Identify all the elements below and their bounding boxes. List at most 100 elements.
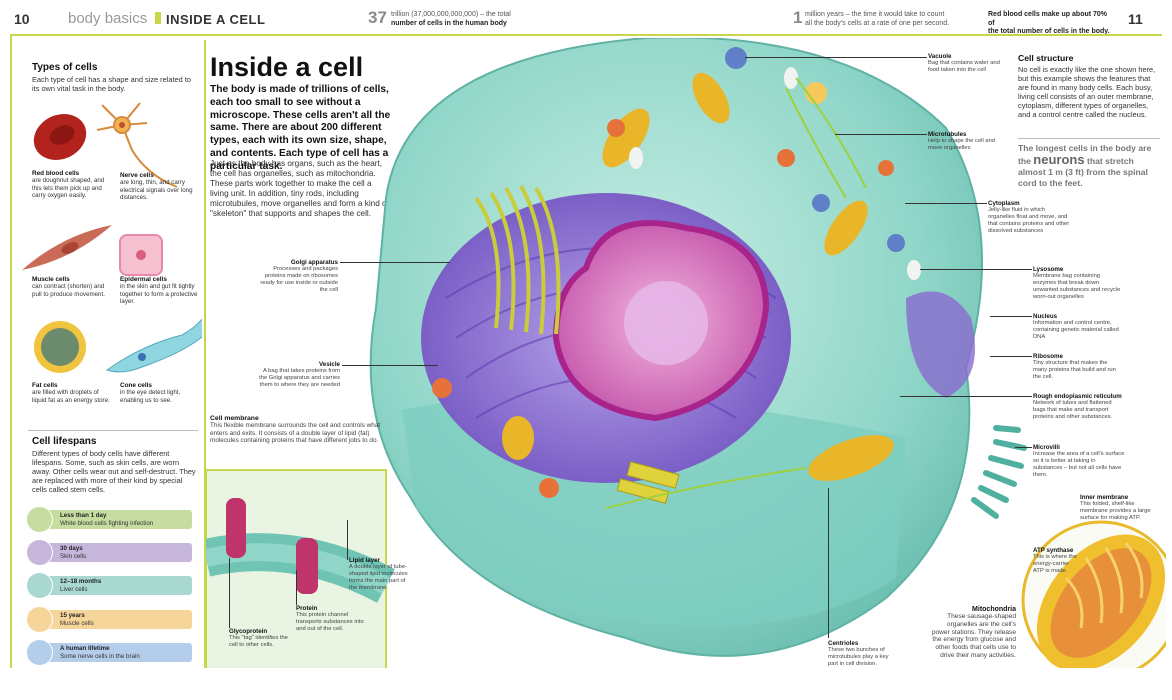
label-mitochondria: Mitochondria These sausage-shaped organe… bbox=[931, 606, 1016, 659]
label-atp-synthase: ATP synthase This is where the energy-ca… bbox=[1033, 547, 1077, 574]
mitochondrion-4 bbox=[502, 416, 534, 460]
label-microvilli: Microvilli Increase the area of a cell's… bbox=[1033, 444, 1125, 478]
section-divider bbox=[28, 430, 198, 431]
fact-number-2: 1 bbox=[793, 8, 803, 27]
neuron-fact: The longest cells in the body are the ne… bbox=[1018, 143, 1152, 188]
vesicle-image bbox=[432, 378, 452, 398]
fact-number-1: 37 bbox=[368, 8, 387, 27]
lifespan-icon bbox=[26, 572, 53, 599]
page-number-right: 11 bbox=[1128, 11, 1143, 27]
lead-paragraph: The body is made of trillions of cells, … bbox=[210, 84, 391, 172]
lysosome-image bbox=[907, 260, 921, 280]
label-inner-membrane: Inner membrane This folded, shelf-like m… bbox=[1080, 494, 1151, 521]
left-margin-rule bbox=[10, 36, 12, 668]
golgi-image bbox=[474, 185, 561, 335]
leader-golgi bbox=[340, 262, 450, 263]
caption-fat-cells: Fat cells are filled with droplets of li… bbox=[32, 382, 110, 404]
structure-text: No cell is exactly like the one shown he… bbox=[1018, 65, 1156, 119]
leader-cytoplasm bbox=[905, 203, 987, 204]
body-paragraph: Just as the body has organs, such as the… bbox=[210, 159, 389, 218]
header-rule bbox=[10, 34, 1162, 36]
cone-cell-image bbox=[105, 318, 202, 373]
header-divider bbox=[155, 12, 161, 24]
leader-vesicle bbox=[342, 365, 438, 366]
label-cytoplasm: Cytoplasm Jelly-like fluid in which orga… bbox=[988, 200, 1070, 234]
structure-divider bbox=[1018, 138, 1160, 139]
label-vesicle: Vesicle A bag that takes proteins from t… bbox=[259, 361, 340, 388]
chapter-name: INSIDE A CELL bbox=[166, 12, 266, 27]
lifespan-desc: Skin cells bbox=[60, 553, 87, 560]
lifespan-desc: White blood cells fighting infection bbox=[60, 520, 154, 527]
column-divider bbox=[204, 40, 206, 668]
caption-cone-cells: Cone cells in the eye detect light, enab… bbox=[120, 382, 181, 404]
mitochondrion-3 bbox=[692, 72, 730, 124]
lifespan-title: 15 years bbox=[60, 612, 85, 619]
leader-vacuole bbox=[745, 57, 927, 58]
label-protein: Protein This protein channel transports … bbox=[296, 605, 364, 632]
leader-protein bbox=[296, 570, 297, 605]
lifespans-intro: Different types of body cells have diffe… bbox=[32, 449, 196, 494]
lifespan-desc: Some nerve cells in the brain bbox=[60, 653, 140, 660]
label-microtubules: Microtubules Help to shape the cell and … bbox=[928, 131, 996, 151]
muscle-cell-image bbox=[22, 225, 112, 270]
label-nucleus: Nucleus Information and control centre, … bbox=[1033, 313, 1119, 340]
label-glycoprotein: Glycoprotein This "tag" identifies the c… bbox=[229, 628, 288, 648]
leader-nucleus bbox=[990, 316, 1032, 317]
caption-epidermal-cells: Epidermal cells in the skin and gut fit … bbox=[120, 276, 198, 306]
nerve-cell-image bbox=[96, 102, 178, 188]
lifespan-icon bbox=[26, 539, 53, 566]
vacuole-image bbox=[725, 47, 747, 69]
fact-text-3: Red blood cells make up about 70% of the… bbox=[988, 11, 1110, 35]
label-centrioles: Centrioles These two bunches of microtub… bbox=[828, 640, 889, 667]
caption-red-blood-cells: Red blood cells are doughnut shaped, and… bbox=[32, 170, 105, 200]
leader-lipid bbox=[347, 520, 348, 560]
fat-cell-image bbox=[34, 321, 86, 373]
label-vacuole: Vacuole Bag that contains water and food… bbox=[928, 53, 1000, 73]
mitochondrion-2 bbox=[824, 200, 868, 256]
lifespan-title: 12–18 months bbox=[60, 578, 102, 585]
leader-rough-er bbox=[900, 396, 1032, 397]
leader-glycoprotein bbox=[229, 558, 230, 628]
label-cell-membrane: Cell membrane This flexible membrane sur… bbox=[210, 415, 381, 445]
protein-image bbox=[296, 538, 318, 594]
microvilli-image bbox=[971, 425, 1027, 519]
leader-lysosome bbox=[920, 269, 1032, 270]
leader-centrioles bbox=[828, 488, 829, 638]
lifespan-icon bbox=[26, 639, 53, 666]
leader-microtubules bbox=[835, 134, 927, 135]
microtubules-image bbox=[605, 77, 867, 509]
mitochondrion-5 bbox=[808, 435, 894, 481]
cell-illustration bbox=[206, 38, 1166, 668]
label-ribosome: Ribosome Tiny structure that makes the m… bbox=[1033, 353, 1116, 380]
mitochondria-inset bbox=[1021, 520, 1166, 668]
lifespan-title: 30 days bbox=[60, 545, 83, 552]
membrane-inset bbox=[206, 469, 395, 668]
label-lysosome: Lysosome Membrane bag containing enzymes… bbox=[1033, 266, 1121, 300]
page-header: 10 body basics INSIDE A CELL 37 trillion… bbox=[0, 0, 1172, 38]
red-blood-cell-image bbox=[33, 114, 87, 160]
label-lipid: Lipid layer A double layer of tube-shape… bbox=[349, 557, 408, 591]
fact-text-2: million years – the time it would take t… bbox=[805, 11, 950, 27]
types-intro: Each type of cell has a shape and size r… bbox=[32, 75, 191, 93]
glycoprotein-image bbox=[226, 498, 246, 558]
caption-muscle-cells: Muscle cells can contract (shorten) and … bbox=[32, 276, 105, 298]
nucleolus-image bbox=[624, 281, 708, 365]
lifespan-title: Less than 1 day bbox=[60, 512, 107, 519]
lifespan-icon bbox=[26, 506, 53, 533]
caption-nerve-cells: Nerve cells are long, thin, and carry el… bbox=[120, 172, 193, 202]
cell-types-illustrations bbox=[22, 102, 202, 373]
section-name: body basics bbox=[68, 10, 148, 27]
mitochondrion-1 bbox=[602, 108, 650, 168]
lifespan-desc: Liver cells bbox=[60, 586, 88, 593]
lifespans-heading: Cell lifespans bbox=[32, 436, 97, 447]
label-rough-er: Rough endoplasmic reticulum Network of t… bbox=[1033, 393, 1122, 420]
leader-microvilli bbox=[1015, 447, 1032, 448]
structure-heading: Cell structure bbox=[1018, 53, 1074, 63]
fact-text-1: trillion (37,000,000,000,000) – the tota… bbox=[391, 11, 511, 27]
lifespan-icon bbox=[26, 606, 53, 633]
epidermal-cell-image bbox=[119, 234, 163, 276]
